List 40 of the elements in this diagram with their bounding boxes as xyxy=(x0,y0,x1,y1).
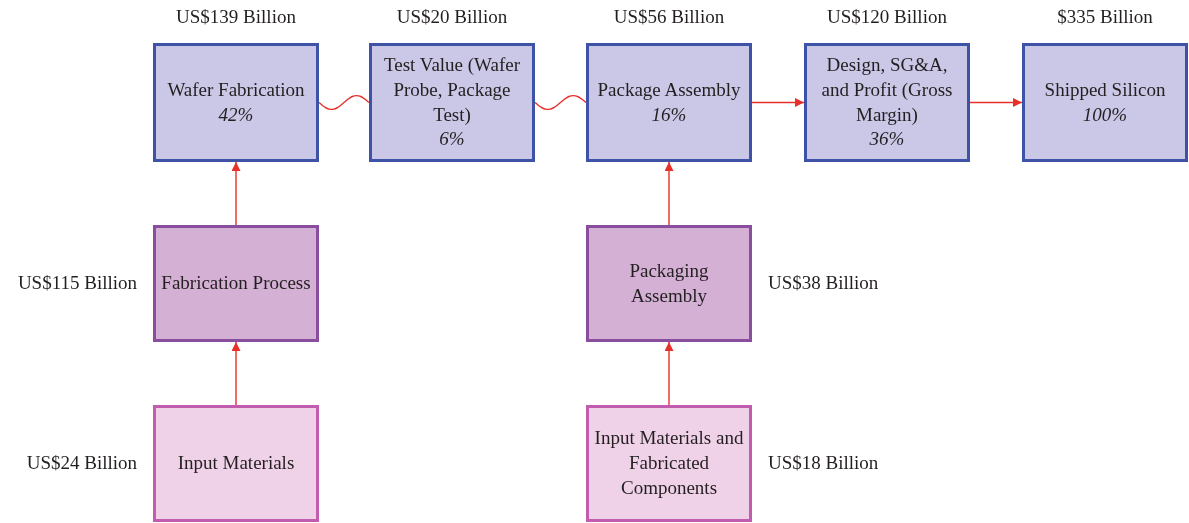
wavy-connector xyxy=(318,94,370,111)
arrow xyxy=(231,161,241,226)
box-label: Package Assembly xyxy=(597,77,741,102)
value-label: $335 Billion xyxy=(1057,6,1153,28)
arrow xyxy=(231,341,241,406)
percentage-label: 6% xyxy=(439,127,465,152)
box-label: Input Materials xyxy=(177,451,295,476)
wavy-connector xyxy=(534,94,587,111)
percentage-label: 36% xyxy=(869,127,905,152)
value-label: US$18 Billion xyxy=(768,451,879,474)
arrow xyxy=(664,161,674,226)
value-label: US$38 Billion xyxy=(768,271,879,294)
process-box xyxy=(369,43,535,162)
process-box xyxy=(153,43,319,162)
box-label: Input Materials and Fabricated Components xyxy=(593,426,745,500)
percentage-label: 42% xyxy=(218,102,254,127)
process-box xyxy=(586,43,752,162)
value-label: US$139 Billion xyxy=(176,6,296,28)
value-label: US$115 Billion xyxy=(17,271,137,294)
percentage-label: 100% xyxy=(1082,102,1128,127)
box-label: Fabrication Process xyxy=(161,271,311,296)
process-box xyxy=(1022,43,1188,162)
arrow xyxy=(664,341,674,406)
arrow xyxy=(751,98,805,107)
process-box xyxy=(804,43,970,162)
process-box xyxy=(153,405,319,522)
value-label: US$24 Billion xyxy=(26,451,137,474)
box-label: Packaging Assembly xyxy=(628,258,710,308)
value-label: US$120 Billion xyxy=(827,6,947,28)
value-label: US$56 Billion xyxy=(613,6,725,28)
process-box xyxy=(586,405,752,522)
box-label: Design, SG&A, and Profit (Gross Margin) xyxy=(820,53,954,127)
box-label: Test Value (Wafer Probe, Package Test) xyxy=(382,53,522,127)
box-label: Wafer Fabrication xyxy=(167,77,305,102)
process-box xyxy=(153,225,319,342)
box-label: Shipped Silicon xyxy=(1044,77,1166,102)
percentage-label: 16% xyxy=(651,102,687,127)
value-label: US$20 Billion xyxy=(396,6,508,28)
process-box xyxy=(586,225,752,342)
arrow xyxy=(969,98,1023,107)
